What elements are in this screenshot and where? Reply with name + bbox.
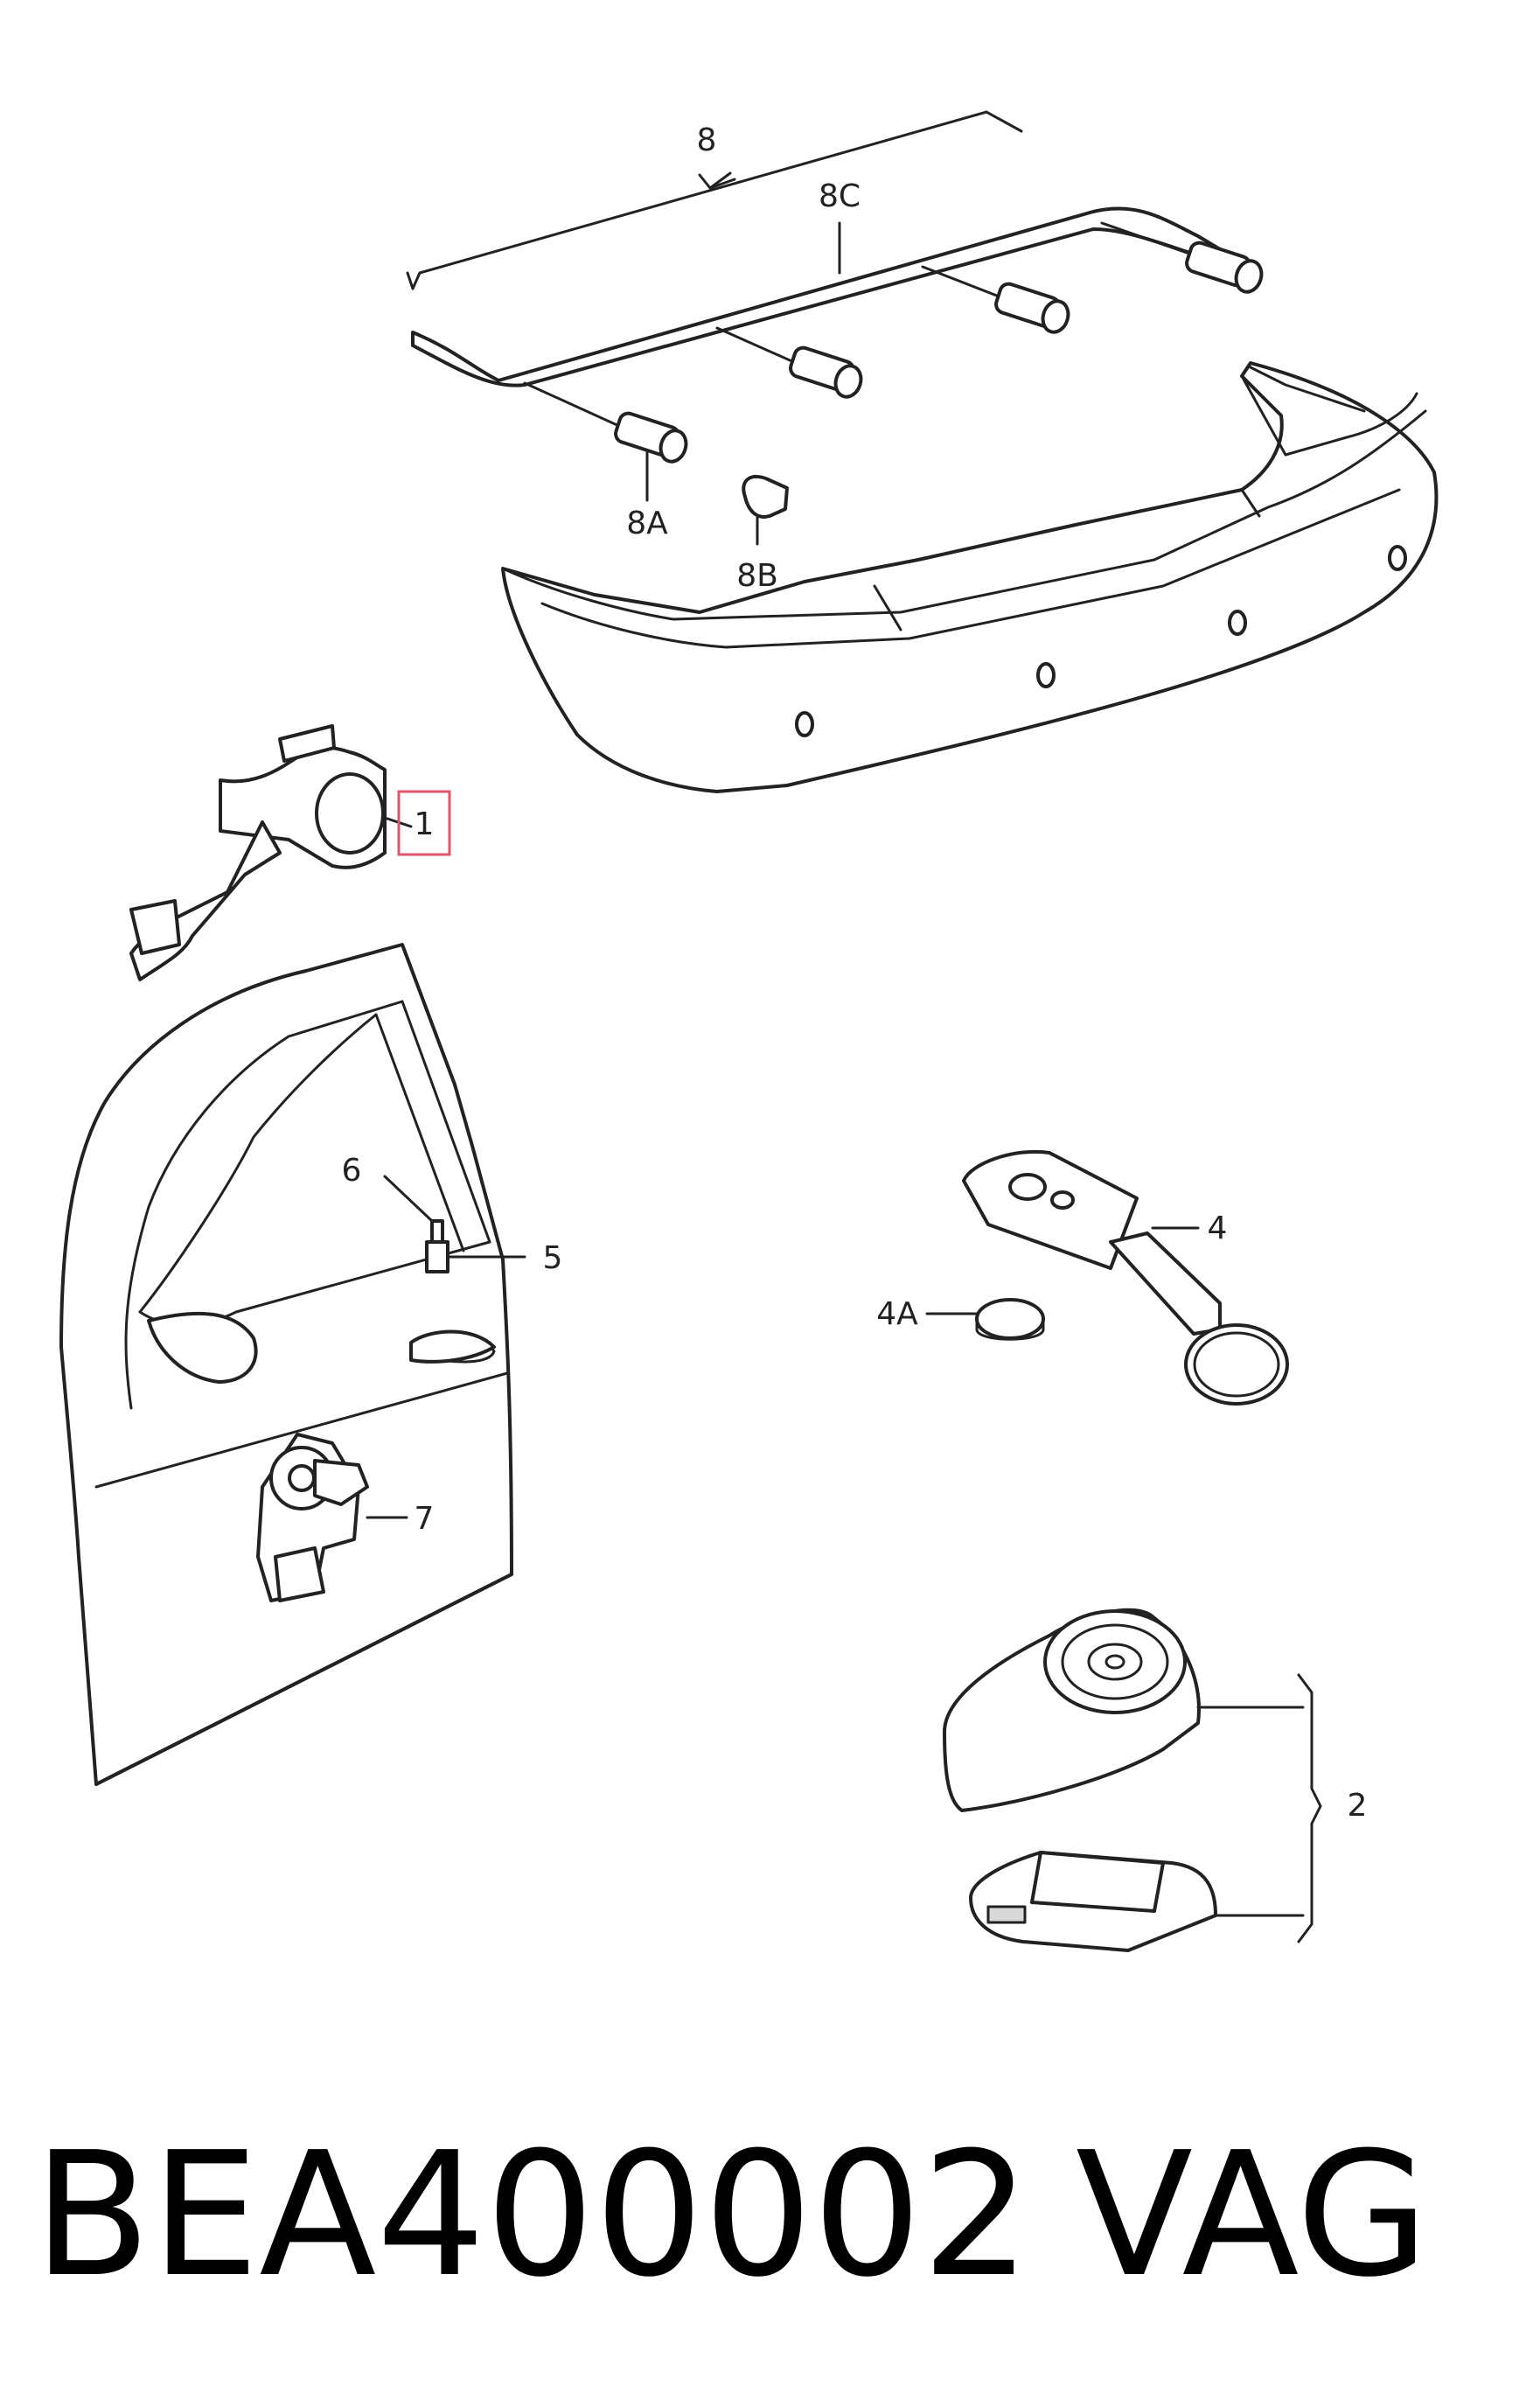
wiring-harness-8 bbox=[406, 110, 1264, 546]
callout-1-highlight bbox=[397, 790, 451, 856]
clip-icon bbox=[742, 474, 789, 546]
sensor-hole-icon bbox=[1036, 662, 1056, 688]
sensor-hole-icon bbox=[795, 711, 814, 737]
remote-set-2 bbox=[943, 1608, 1322, 1952]
display-icon bbox=[1030, 1851, 1165, 1913]
callout-7: 7 bbox=[415, 1501, 435, 1537]
guide-clip-icon bbox=[425, 1240, 449, 1273]
button-icon bbox=[1008, 1173, 1047, 1201]
battery-4A bbox=[925, 1298, 1045, 1341]
part-number-caption: BEA400002 bbox=[33, 2116, 1031, 2315]
combination-switch-1 bbox=[129, 724, 413, 981]
speaker-icon bbox=[1043, 1609, 1187, 1714]
window-motor-7 bbox=[256, 1433, 408, 1602]
callout-5: 5 bbox=[543, 1240, 563, 1276]
switch-knob-icon bbox=[315, 772, 385, 855]
battery-icon bbox=[975, 1298, 1045, 1340]
callout-6: 6 bbox=[342, 1153, 362, 1189]
key-strap-icon bbox=[1109, 1231, 1222, 1336]
button-icon bbox=[986, 1905, 1027, 1924]
callout-2: 2 bbox=[1348, 1788, 1368, 1824]
button-icon bbox=[1050, 1190, 1075, 1210]
callout-1: 1 bbox=[415, 806, 435, 842]
window-guide-5 bbox=[383, 1175, 526, 1273]
sensor-connector-icon bbox=[994, 282, 1070, 334]
sensor-connector-icon bbox=[789, 345, 863, 399]
callout-4: 4 bbox=[1208, 1210, 1228, 1246]
pin-icon bbox=[430, 1219, 444, 1244]
key-fob-4 bbox=[962, 1149, 1289, 1406]
sensor-hole-icon bbox=[1228, 610, 1247, 636]
callout-8: 8 bbox=[697, 122, 717, 158]
callout-8B: 8B bbox=[736, 558, 778, 594]
key-ring-icon bbox=[1184, 1323, 1289, 1406]
front-door bbox=[59, 943, 526, 1786]
sensor-connector-icon bbox=[1185, 241, 1264, 294]
sensor-hole-icon bbox=[1388, 545, 1407, 571]
brand-caption: VAG bbox=[1076, 2116, 1429, 2315]
callout-8A: 8A bbox=[626, 506, 668, 541]
sensor-connector-icon bbox=[614, 411, 688, 464]
door-handle-icon bbox=[409, 1329, 496, 1364]
rear-bumper bbox=[501, 361, 1439, 793]
callout-8C: 8C bbox=[819, 178, 861, 214]
callout-4A: 4A bbox=[876, 1296, 918, 1332]
